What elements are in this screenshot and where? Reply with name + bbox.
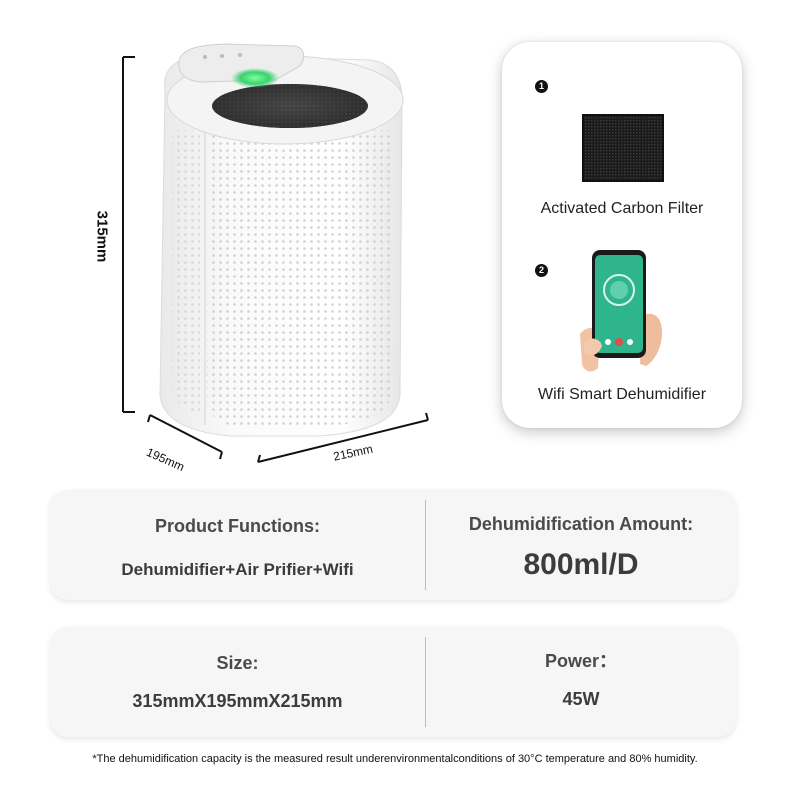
size-value: 315mmX195mmX215mm	[132, 691, 343, 711]
accessories-card: 1 Activated Carbon Filter 2 Wifi Smart D…	[502, 42, 742, 428]
status-light-icon	[231, 68, 279, 88]
accessory-label: Wifi Smart Dehumidifier	[537, 386, 707, 403]
dehumidifier-illustration	[122, 43, 429, 463]
size-heading: Size:	[216, 653, 259, 673]
product-functions-value: Dehumidifier+Air Prifier+Wifi	[121, 560, 354, 579]
dehumidification-amount-value: 800ml/D	[523, 548, 639, 581]
divider	[425, 637, 426, 727]
dehumidification-amount-heading: Dehumidification Amount:	[468, 514, 694, 534]
dimension-lines	[122, 56, 429, 463]
power-heading: Power：	[544, 651, 618, 671]
divider	[425, 500, 426, 590]
power-value: 45W	[562, 689, 600, 709]
dehumidifier-body	[159, 54, 403, 437]
height-dimension-label: 315mm	[93, 210, 111, 263]
size-cell: Size: 315mmX195mmX215mm	[50, 627, 425, 737]
product-functions-heading: Product Functions:	[155, 516, 320, 536]
smartphone-app-icon	[580, 250, 662, 372]
product-functions-cell: Product Functions: Dehumidifier+Air Prif…	[50, 490, 425, 600]
footnote: *The dehumidification capacity is the me…	[92, 753, 698, 765]
control-panel	[178, 43, 305, 88]
top-air-outlet	[166, 55, 404, 145]
power-cell: Power： 45W	[426, 627, 736, 737]
spec-row-size-power: Size: 315mmX195mmX215mm Power： 45W	[50, 627, 736, 737]
carbon-filter-icon	[582, 114, 664, 182]
dehumidification-amount-cell: Dehumidification Amount: 800ml/D	[426, 490, 736, 600]
item-number-badge: 2	[535, 264, 548, 277]
item-number-badge: 1	[535, 80, 548, 93]
accessory-label: Activated Carbon Filter	[540, 200, 704, 217]
spec-row-functions-amount: Product Functions: Dehumidifier+Air Prif…	[50, 490, 736, 600]
